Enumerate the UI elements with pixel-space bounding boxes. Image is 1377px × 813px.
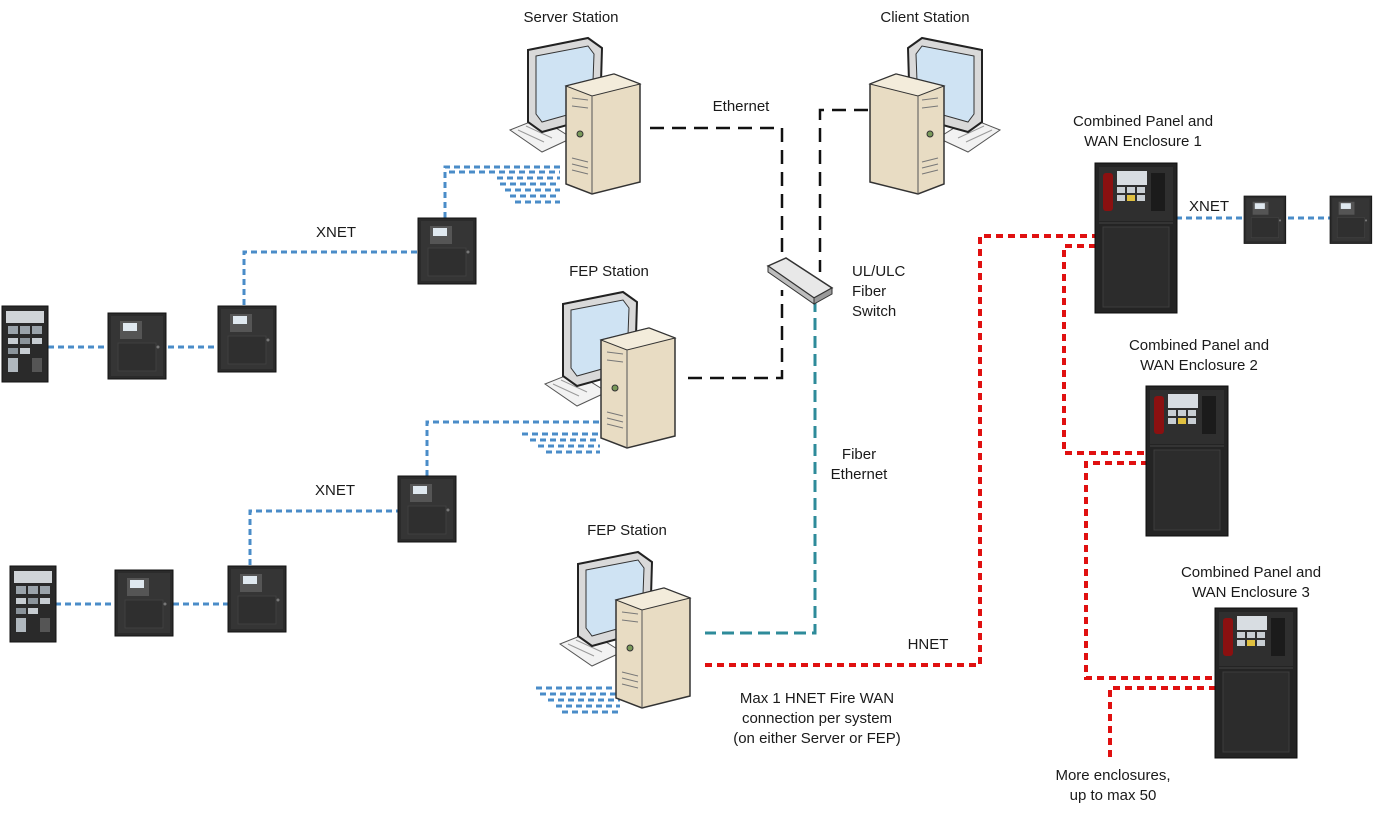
hnet-label: HNET [908,636,949,653]
switch-label-line2: Fiber [852,283,886,300]
combined-enclosure-2 [1145,385,1229,537]
combined-enclosure-3 [1214,607,1298,759]
hnet-links [705,234,1216,760]
ethernet-links [650,108,890,380]
combined-1-label-line1: Combined Panel and [1073,113,1213,130]
fire-panel-7 [1243,195,1287,244]
combined-3-label-line1: Combined Panel and [1181,564,1321,581]
max-note-line1: Max 1 HNET Fire WAN [740,690,894,707]
switch-label-line1: UL/ULC [852,263,906,280]
fire-panel-6 [397,475,457,543]
client-station-label: Client Station [880,9,969,26]
max-note-line3: (on either Server or FEP) [733,730,901,747]
fire-panel-2 [217,305,277,373]
fire-panel-3 [417,217,477,285]
combined-2-label-line1: Combined Panel and [1129,337,1269,354]
xnet-right-label: XNET [1189,198,1229,215]
client-station-pc [869,37,1001,195]
fire-panel-8 [1329,195,1373,244]
xnet-links [48,165,1332,714]
combined-enclosure-1 [1094,162,1178,314]
switch-label-line3: Switch [852,303,896,320]
ethernet-label: Ethernet [713,98,771,115]
fep-station-2-label: FEP Station [587,522,667,539]
combined-2-label-line2: WAN Enclosure 2 [1140,357,1258,374]
combined-3-label-line2: WAN Enclosure 3 [1192,584,1310,601]
xnet-top-label: XNET [316,224,356,241]
combined-1-label-line2: WAN Enclosure 1 [1084,133,1202,150]
fire-panel-open-1 [1,305,49,383]
fep-station-1-pc [544,291,676,449]
fep-station-2-pc [559,551,691,709]
more-enclosures-line1: More enclosures, [1055,767,1170,784]
max-note-line2: connection per system [742,710,892,727]
more-enclosures-line2: up to max 50 [1070,787,1157,804]
xnet-bottom-label: XNET [315,482,355,499]
fire-panel-5 [227,565,287,633]
fire-panel-4 [114,569,174,637]
fiber-ethernet-link [705,300,817,635]
fiber-ethernet-label-line1: Fiber [842,446,876,463]
fep-station-1-label: FEP Station [569,263,649,280]
fiber-ethernet-label-line2: Ethernet [831,466,889,483]
server-station-label: Server Station [523,9,618,26]
fire-panel-open-2 [9,565,57,643]
fiber-switch-icon [766,257,834,305]
fire-panel-1 [107,312,167,380]
